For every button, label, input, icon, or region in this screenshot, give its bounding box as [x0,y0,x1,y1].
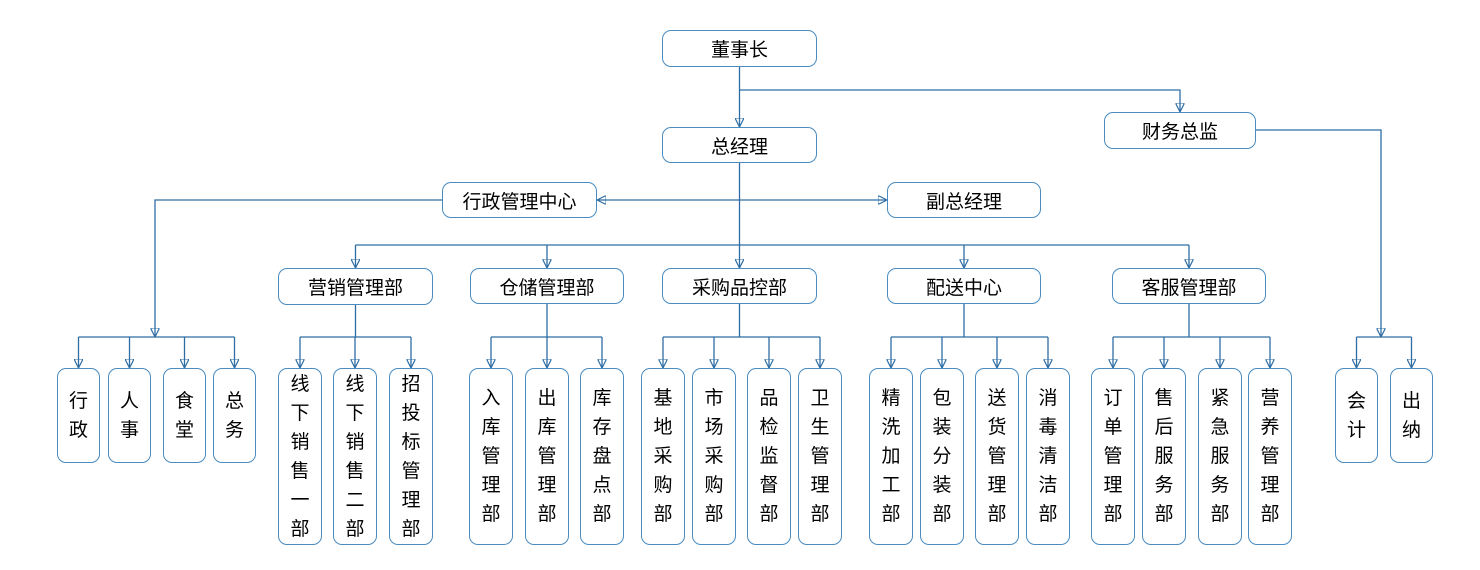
node-leaf-label: 精洗加工部 [881,387,901,525]
node-admin-center: 行政管理中心 [442,182,597,218]
node-leaf: 食堂 [163,368,206,463]
node-leaf-label: 会计 [1347,389,1367,441]
node-leaf-label: 卫生管理部 [810,387,830,525]
node-vice-general-manager: 副总经理 [887,182,1041,218]
node-general-manager: 总经理 [662,127,817,163]
node-leaf: 线下销售二部 [333,368,377,545]
node-finance-director: 财务总监 [1104,112,1256,149]
node-leaf-label: 售后服务部 [1154,387,1174,525]
node-leaf: 基地采购部 [641,368,685,545]
node-leaf-label: 订单管理部 [1103,387,1123,525]
node-leaf: 招投标管理部 [389,368,433,545]
node-department: 采购品控部 [662,268,817,304]
node-leaf-label: 营养管理部 [1260,387,1280,525]
node-leaf-label: 基地采购部 [653,387,673,525]
node-leaf: 人事 [108,368,151,463]
node-leaf-label: 库存盘点部 [592,387,612,525]
node-chairman-label: 董事长 [710,39,768,61]
node-leaf-label: 送货管理部 [987,387,1007,525]
node-leaf: 包装分装部 [920,368,964,545]
node-leaf: 库存盘点部 [580,368,624,545]
node-leaf-label: 食堂 [175,389,195,441]
node-leaf-label: 人事 [120,389,140,441]
node-vice-general-manager-label: 副总经理 [925,190,1002,213]
node-leaf: 行政 [57,368,100,463]
node-leaf: 送货管理部 [975,368,1019,545]
node-leaf: 出纳 [1390,368,1433,463]
node-leaf: 出库管理部 [525,368,569,545]
node-leaf: 营养管理部 [1248,368,1292,545]
node-department-label: 客服管理部 [1141,276,1237,299]
node-chairman: 董事长 [662,30,817,67]
node-leaf: 订单管理部 [1091,368,1135,545]
node-leaf-label: 行政 [69,389,89,441]
node-leaf-label: 入库管理部 [481,387,501,525]
link-finance-director-down [1256,129,1381,337]
node-department: 客服管理部 [1112,268,1266,304]
node-leaf: 消毒清洁部 [1026,368,1070,545]
node-leaf-label: 总务 [225,389,245,441]
node-leaf-label: 出库管理部 [537,387,557,525]
node-leaf: 售后服务部 [1142,368,1186,545]
node-department-label: 营销管理部 [307,277,403,299]
node-leaf: 总务 [213,368,256,463]
node-department-label: 采购品控部 [691,276,787,299]
node-leaf: 精洗加工部 [869,368,913,545]
node-leaf: 入库管理部 [469,368,513,545]
node-leaf-label: 市场采购部 [704,387,724,525]
node-leaf: 市场采购部 [692,368,736,545]
node-department: 营销管理部 [278,268,433,305]
node-leaf-label: 紧急服务部 [1210,387,1230,525]
node-leaf: 品检监督部 [747,368,791,545]
node-leaf-label: 品检监督部 [759,387,779,525]
node-leaf-label: 出纳 [1402,389,1422,441]
node-leaf-label: 招投标管理部 [401,372,421,540]
link-admin-center-down [155,199,442,337]
node-department-label: 配送中心 [925,276,1002,299]
node-leaf: 卫生管理部 [798,368,842,545]
node-leaf-label: 线下销售二部 [345,372,365,540]
node-department: 仓储管理部 [470,268,624,304]
node-department: 配送中心 [887,268,1041,304]
node-general-manager-label: 总经理 [710,135,768,158]
node-department-label: 仓储管理部 [499,276,595,299]
node-leaf-label: 包装分装部 [932,387,952,525]
node-leaf-label: 线下销售一部 [290,372,310,540]
node-finance-director-label: 财务总监 [1141,121,1218,143]
node-leaf: 紧急服务部 [1198,368,1242,545]
node-admin-center-label: 行政管理中心 [462,190,577,213]
node-leaf: 线下销售一部 [278,368,322,545]
node-leaf: 会计 [1335,368,1378,463]
node-leaf-label: 消毒清洁部 [1038,387,1058,525]
link-chairman-to-finance-director [739,89,1181,112]
